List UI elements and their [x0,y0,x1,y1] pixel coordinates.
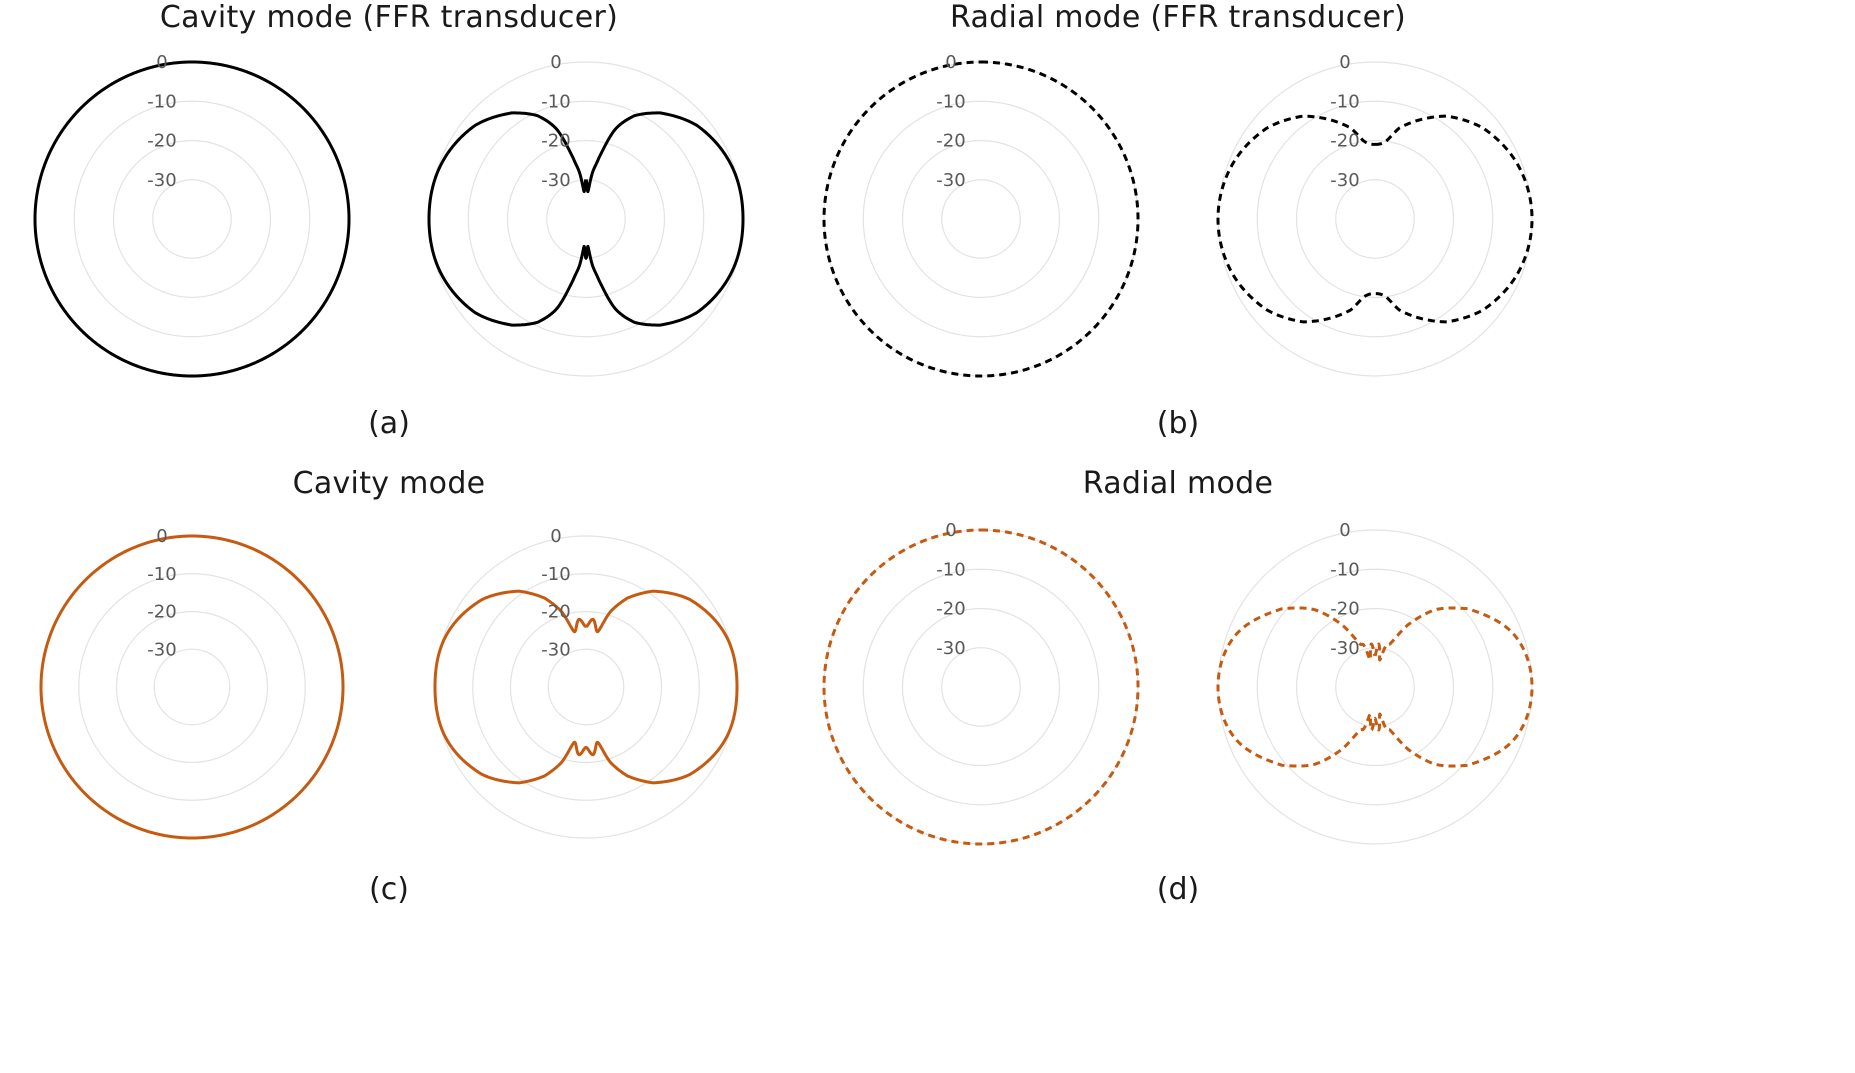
grid-ring [112,139,272,299]
r-tick-label: -10 [147,91,176,112]
grid-ring [1217,61,1533,377]
grid-ring [153,648,231,726]
series-line [1216,606,1534,768]
r-tick-label: -20 [541,131,570,152]
r-tick-label: -10 [936,91,965,112]
r-tick-label: 0 [1339,520,1350,541]
grid-ring [547,648,625,726]
panel-d-caption: (d) [1156,872,1200,907]
grid-ring [901,607,1061,767]
polar-plot-d-directional: 0 -10 -20 -30 [1216,520,1534,845]
grid-ring [823,529,1139,845]
polar-plot-b-directional: 0 -10 -20 -30 [1216,52,1534,377]
grid-ring [434,535,738,839]
panel-c-title: Cavity mode [292,466,486,501]
r-tick-label: -30 [936,638,965,659]
grid-ring [1256,100,1494,338]
r-tick-label: 0 [1339,52,1350,73]
series-line [33,60,351,378]
r-tick-label: -20 [147,131,176,152]
grid-ring [941,647,1021,727]
grid-ring [428,61,744,377]
grid-ring [152,179,232,259]
r-tick-label: -30 [147,639,176,660]
r-tick-label: -20 [936,131,965,152]
r-tick-label: 0 [945,52,956,73]
panel-a-title: Cavity mode (FFR transducer) [159,0,619,35]
grid-ring [546,179,626,259]
polar-plot-b-omnidirectional: 0 -10 -20 -30 [822,52,1140,378]
r-tick-label: -20 [541,602,570,623]
grid-ring [823,61,1139,377]
grid-ring [73,100,311,338]
grid-ring [78,573,306,801]
grid-ring [901,139,1061,299]
panel-a-caption: (a) [368,406,410,441]
r-tick-label: -30 [936,170,965,191]
grid-ring [509,610,663,764]
r-tick-label: -30 [541,639,570,660]
series-line [822,528,1140,846]
grid-ring [1217,529,1533,845]
grid-ring [1335,647,1415,727]
grid-ring [1335,179,1415,259]
grid-ring [115,610,269,764]
polar-plot-c-directional: 0 -10 -20 -30 [433,526,739,839]
r-tick-label: 0 [156,52,167,73]
panel-b-title: Radial mode (FFR transducer) [950,0,1406,35]
grid-ring [1295,607,1455,767]
polar-plot-a-omnidirectional: 0 -10 -20 -30 [33,52,351,378]
r-tick-label: -10 [1330,91,1359,112]
grid-ring [506,139,666,299]
series-line [427,111,745,327]
grid-ring [34,61,350,377]
r-tick-label: -30 [1330,638,1359,659]
r-tick-label: -20 [147,602,176,623]
r-tick-label: -20 [1330,599,1359,620]
grid-ring [941,179,1021,259]
r-tick-label: -30 [541,170,570,191]
grid-ring [1256,568,1494,806]
grid-ring [472,573,700,801]
series-line [1216,114,1534,324]
r-tick-label: 0 [550,52,561,73]
r-tick-label: -30 [147,170,176,191]
r-tick-label: 0 [550,526,561,547]
r-tick-label: -10 [147,564,176,585]
r-tick-label: -10 [541,564,570,585]
r-tick-label: -10 [1330,559,1359,580]
panel-d-title: Radial mode [1082,466,1274,501]
r-tick-label: -30 [1330,170,1359,191]
r-tick-label: -10 [541,91,570,112]
grid-ring [862,568,1100,806]
r-tick-label: 0 [156,526,167,547]
grid-ring [1295,139,1455,299]
polar-plot-d-omnidirectional: 0 -10 -20 -30 [822,520,1140,846]
grid-ring [467,100,705,338]
series-line [39,534,345,840]
r-tick-label: -10 [936,559,965,580]
panel-c-caption: (c) [369,872,409,907]
r-tick-label: -20 [936,599,965,620]
series-line [822,60,1140,378]
grid-ring [862,100,1100,338]
polar-plot-c-omnidirectional: 0 -10 -20 -30 [39,526,345,840]
r-tick-label: 0 [945,520,956,541]
polar-plot-a-directional: 0 -10 -20 -30 [427,52,745,377]
panel-b-caption: (b) [1156,406,1200,441]
r-tick-label: -20 [1330,131,1359,152]
series-line [433,589,739,785]
grid-ring [40,535,344,839]
